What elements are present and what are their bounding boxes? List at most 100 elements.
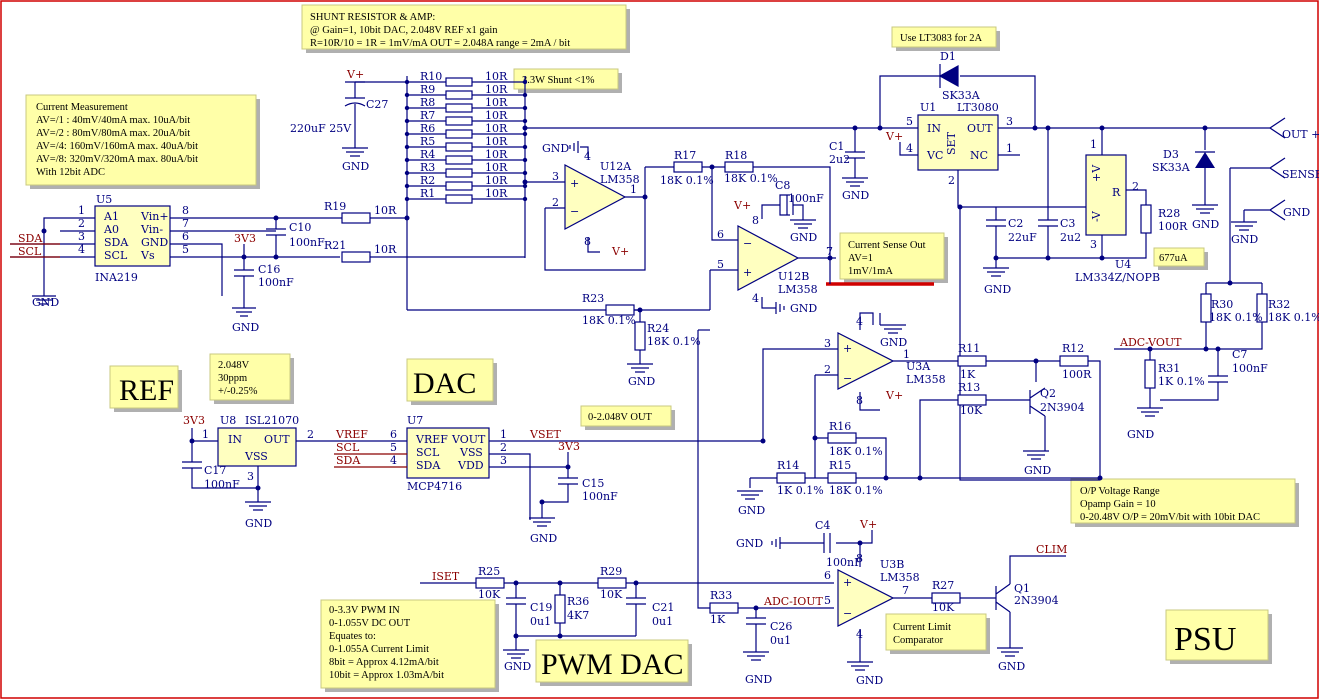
title-dac: DAC	[406, 358, 497, 405]
svg-text:U4: U4	[1115, 258, 1131, 271]
note-cs-line2: AV=1	[848, 253, 873, 264]
note-lt3083-text: Use LT3083 for 2A	[900, 33, 983, 44]
svg-text:C4: C4	[815, 519, 830, 532]
title-dac-text: DAC	[413, 367, 476, 400]
svg-text:6: 6	[182, 230, 189, 243]
svg-text:0u1: 0u1	[652, 615, 673, 628]
svg-text:LM358: LM358	[906, 373, 946, 386]
note-shunt: SHUNT RESISTOR & AMP: @ Gain=1, 10bit DA…	[301, 4, 630, 53]
svg-text:GND: GND	[628, 375, 655, 388]
shunt-value: 10R	[485, 70, 508, 83]
note-pwm-line1: 0-3.3V PWM IN	[329, 605, 400, 616]
svg-text:C7: C7	[1232, 348, 1247, 361]
u3a-opamp: + − U3A LM358 3 2 1 GND 4 8 V+ R11 1K R1…	[762, 312, 1101, 480]
svg-text:R14: R14	[777, 459, 799, 472]
shunt-value: 10R	[485, 174, 508, 187]
shunt-value: 10R	[485, 161, 508, 174]
out-plus-label: OUT +	[1282, 128, 1319, 141]
svg-text:1K: 1K	[710, 613, 726, 626]
svg-text:VC: VC	[926, 149, 943, 162]
svg-text:VDD: VDD	[457, 459, 484, 472]
svg-text:+: +	[743, 266, 752, 279]
svg-text:VSS: VSS	[459, 446, 483, 459]
svg-text:4: 4	[752, 292, 759, 305]
svg-text:R21: R21	[324, 239, 346, 252]
svg-text:C1: C1	[829, 140, 844, 153]
note-current-measurement: Current Measurement AV=/1 : 40mV/40mA ma…	[25, 94, 260, 189]
svg-text:C21: C21	[652, 601, 674, 614]
svg-text:10R: 10R	[374, 204, 397, 217]
svg-text:GND: GND	[745, 673, 772, 686]
svg-text:R31: R31	[1158, 362, 1180, 375]
svg-text:1: 1	[1006, 142, 1013, 155]
svg-text:C16: C16	[258, 263, 280, 276]
u12a-opamp: + − U12A LM358 3 2 1 GND V+ 8 4	[525, 141, 646, 271]
output-section: GND D3 SK33A OUT + SENSE GND GND R30 18K…	[1114, 117, 1319, 441]
feedback-resistors: R17 18K 0.1% R18 18K 0.1%	[644, 149, 831, 258]
svg-text:18K 0.1%: 18K 0.1%	[829, 484, 883, 497]
note-op-line3: 0-20.48V O/P = 20mV/bit with 10bit DAC	[1080, 512, 1260, 523]
svg-text:100nF: 100nF	[582, 490, 618, 503]
svg-text:100R: 100R	[1062, 368, 1092, 381]
note-op-line2: Opamp Gain = 10	[1080, 499, 1156, 510]
svg-text:V+: V+	[611, 245, 629, 258]
title-ref-text: REF	[119, 374, 174, 407]
u5-ina219: U5 INA219 A1 A0 SDA SCL Vin+ Vin- GND Vs…	[10, 193, 640, 334]
svg-text:10K: 10K	[600, 588, 623, 601]
svg-text:6: 6	[717, 228, 724, 241]
title-pwm-dac-text: PWM DAC	[541, 648, 684, 681]
svg-text:18K 0.1%: 18K 0.1%	[1209, 311, 1263, 324]
svg-text:GND: GND	[1192, 218, 1219, 231]
svg-text:2: 2	[552, 196, 559, 209]
svg-text:1: 1	[202, 428, 209, 441]
note-pwm-line3: Equates to:	[329, 631, 376, 642]
svg-text:18K 0.1%: 18K 0.1%	[582, 314, 636, 327]
svg-text:4: 4	[906, 142, 913, 155]
shunt-ref: R5	[420, 135, 435, 148]
note-ref-line1: 2.048V	[218, 360, 250, 371]
svg-text:10K: 10K	[932, 601, 955, 614]
svg-text:5: 5	[906, 115, 913, 128]
svg-text:C3: C3	[1060, 217, 1075, 230]
note-cs-line1: Current Sense Out	[848, 240, 926, 251]
shunt-ref: R9	[420, 83, 435, 96]
svg-text:2N3904: 2N3904	[1040, 401, 1085, 414]
svg-text:LM334Z/NOPB: LM334Z/NOPB	[1075, 271, 1160, 284]
svg-text:+: +	[570, 177, 579, 190]
svg-text:10K: 10K	[478, 588, 501, 601]
note-cm-line2: AV=/1 : 40mV/40mA max. 10uA/bit	[36, 115, 190, 126]
svg-text:VOUT: VOUT	[451, 433, 486, 446]
svg-text:U1: U1	[920, 101, 936, 114]
svg-text:U3B: U3B	[880, 558, 904, 571]
c2-c3: C2 22uF GND C3 2u2	[983, 128, 1100, 296]
svg-text:R23: R23	[582, 292, 604, 305]
svg-text:GND: GND	[542, 142, 569, 155]
svg-text:1: 1	[500, 428, 507, 441]
note-shunt-line1: SHUNT RESISTOR & AMP:	[310, 12, 435, 23]
svg-text:U7: U7	[407, 414, 423, 427]
svg-text:3: 3	[500, 454, 507, 467]
svg-text:U3A: U3A	[906, 360, 931, 373]
title-pwm-dac: PWM DAC	[535, 639, 692, 686]
svg-text:1: 1	[78, 204, 85, 217]
svg-text:LM358: LM358	[778, 283, 818, 296]
svg-text:2u2: 2u2	[1060, 231, 1081, 244]
svg-text:5: 5	[717, 258, 724, 271]
svg-text:−: −	[843, 372, 852, 385]
shunt-value: 10R	[485, 122, 508, 135]
note-shunt-line2: @ Gain=1, 10bit DAC, 2.048V REF x1 gain	[310, 25, 498, 36]
note-dac-out-text: 0-2.048V OUT	[588, 412, 653, 423]
svg-text:R17: R17	[674, 149, 696, 162]
note-shunt-line3: R=10R/10 = 1R = 1mV/mA OUT = 2.048A rang…	[310, 38, 570, 49]
note-lt3083: Use LT3083 for 2A	[891, 26, 1000, 51]
iset-net-label: ISET	[432, 570, 460, 583]
svg-text:18K 0.1%: 18K 0.1%	[1268, 311, 1319, 324]
svg-text:7: 7	[826, 245, 833, 258]
svg-text:3V3: 3V3	[558, 440, 580, 453]
svg-text:OUT: OUT	[967, 122, 993, 135]
